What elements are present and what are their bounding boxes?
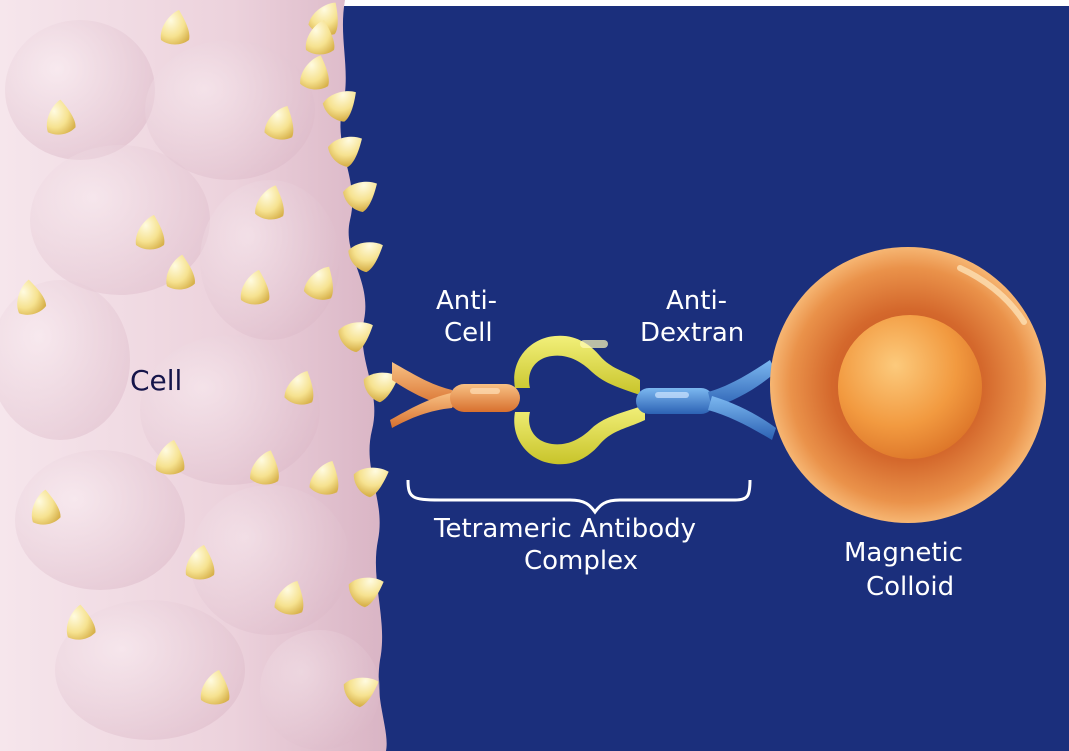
cell-label: Cell bbox=[130, 366, 182, 396]
colloid-label-line1: Magnetic bbox=[844, 538, 963, 568]
complex-label-line1: Tetrameric Antibody bbox=[434, 514, 696, 544]
anti-cell-label-line1: Anti- bbox=[436, 286, 497, 316]
complex-label-line2: Complex bbox=[524, 546, 638, 576]
anti-dextran-label-line2: Dextran bbox=[640, 318, 744, 348]
anti-cell-label-line2: Cell bbox=[444, 318, 493, 348]
colloid-label-line2: Colloid bbox=[866, 572, 954, 602]
magnetic-colloid bbox=[770, 247, 1046, 523]
anti-dextran-label-line1: Anti- bbox=[666, 286, 727, 316]
